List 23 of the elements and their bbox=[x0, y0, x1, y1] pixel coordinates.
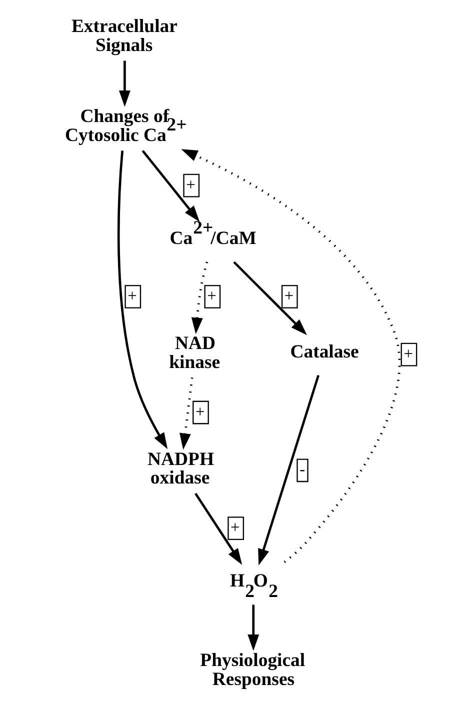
arrow bbox=[142, 150, 200, 222]
node-text: NADPH oxidase bbox=[148, 448, 214, 489]
edge-label: + bbox=[284, 286, 294, 306]
node-text: NAD kinase bbox=[169, 333, 220, 373]
node-text: Catalase bbox=[290, 341, 359, 362]
edge-label: - bbox=[300, 460, 306, 479]
edge-label: + bbox=[128, 286, 137, 306]
arrow bbox=[118, 60, 130, 107]
arrow bbox=[248, 604, 260, 651]
edge-label: + bbox=[230, 518, 240, 537]
arrow bbox=[194, 492, 242, 565]
arrow bbox=[180, 377, 194, 450]
arrow bbox=[191, 262, 208, 334]
edge-label: + bbox=[186, 174, 196, 194]
node-text: Physiological Responses bbox=[200, 650, 306, 690]
arrow bbox=[181, 149, 400, 564]
arrow bbox=[233, 261, 307, 336]
arrow bbox=[117, 150, 168, 450]
edge-label: + bbox=[195, 402, 205, 421]
edge-label: + bbox=[207, 286, 216, 306]
node-text: Extracellular Signals bbox=[71, 16, 178, 56]
arrow bbox=[258, 374, 320, 566]
edge-label: + bbox=[404, 344, 413, 363]
